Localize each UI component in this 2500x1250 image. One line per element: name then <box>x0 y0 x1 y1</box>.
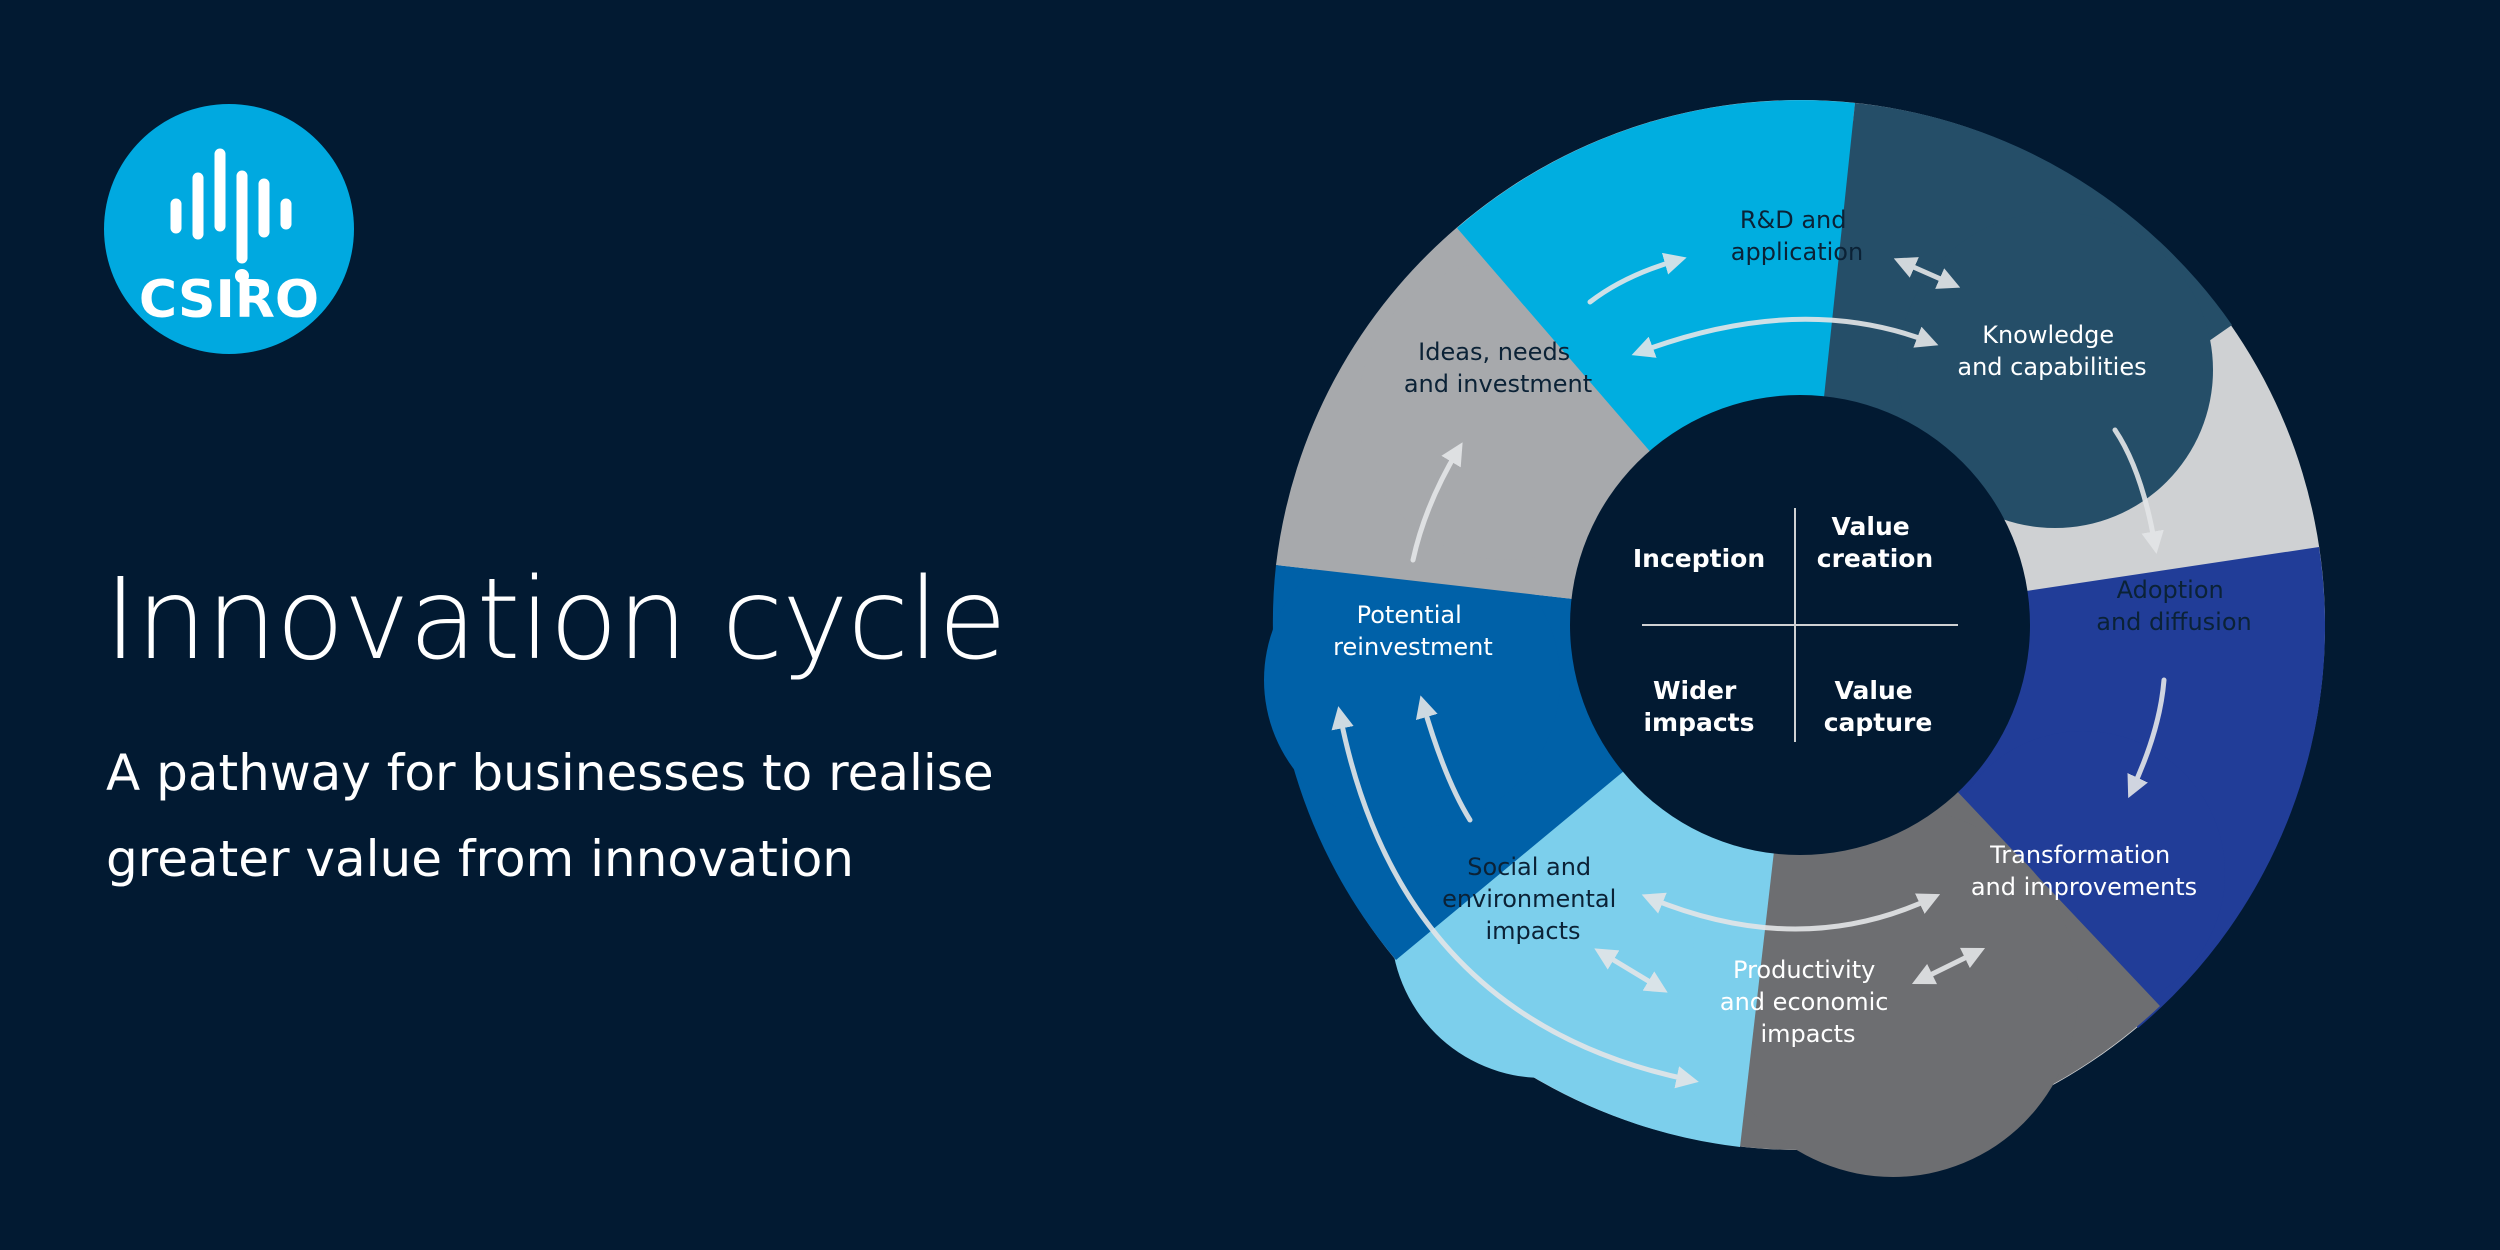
stage-label-ideas: Ideas, needs and investment <box>1404 338 1592 398</box>
page-subtitle: A pathway for businesses to realise grea… <box>106 730 1206 902</box>
stage-label-adoption: Adoption and diffusion <box>2096 576 2252 636</box>
stage-label-productivity: Productivity and economic impacts <box>1720 956 1896 1048</box>
logo-circle <box>104 104 354 354</box>
arrow-knowledge-to-adoption <box>2112 427 2164 554</box>
arrow-productivity-transformation <box>1911 947 1986 985</box>
center-label-wider-impacts: Wider impacts <box>1643 676 1754 737</box>
arrow-ideas-knowledge <box>1631 316 1939 358</box>
center-label-value-capture: Value capture <box>1824 676 1933 737</box>
arrow-adoption-to-transformation <box>2127 677 2167 799</box>
stage-label-knowledge: Knowledge and capabilities <box>1957 321 2146 381</box>
stage-label-social: Social and environmental impacts <box>1442 853 1624 945</box>
subtitle-line: greater value from innovation <box>106 830 854 888</box>
flow-arrows <box>1331 252 2167 1089</box>
arrow-rd-knowledge <box>1893 257 1961 289</box>
center-label-value-creation: Value creation <box>1817 512 1933 573</box>
innovation-cycle-diagram: R&D and application Knowledge and capabi… <box>1180 60 2380 1240</box>
logo-waveform-icon <box>170 148 292 264</box>
arrow-ideas-to-rd <box>1587 252 1687 305</box>
stage-label-rd: R&D and application <box>1731 206 1863 266</box>
stage-label-transformation: Transformation and improvements <box>1971 841 2197 901</box>
stage-label-reinvestment: Potential reinvestment <box>1333 601 1493 661</box>
center-label-inception: Inception <box>1633 544 1765 573</box>
subtitle-line: A pathway for businesses to realise <box>106 744 994 802</box>
page-title: Innovation cycle <box>104 555 1007 685</box>
logo-text: CSIRO <box>139 270 319 330</box>
arrow-reinvestment-productivity <box>1331 706 1699 1089</box>
csiro-logo: CSIRO <box>104 104 354 354</box>
arrow-reinvestment-to-ideas <box>1410 442 1463 563</box>
